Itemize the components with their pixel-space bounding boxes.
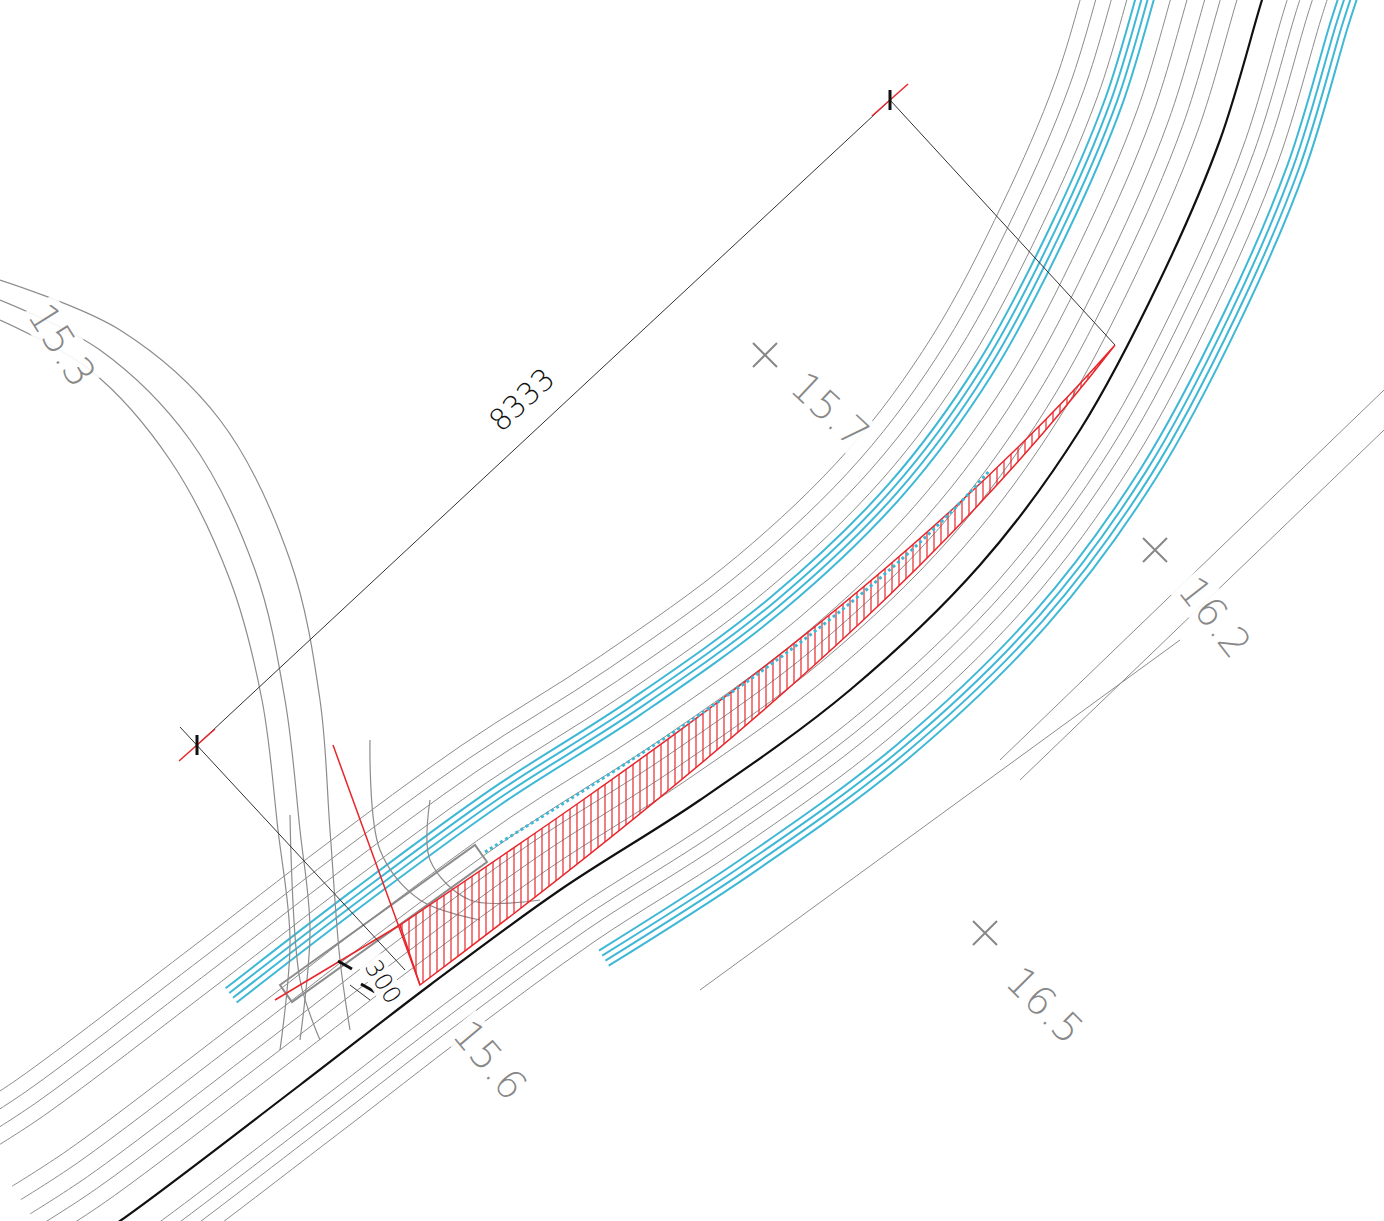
kerb-band bbox=[605, 0, 1354, 961]
road-edge bbox=[21, 0, 1207, 1200]
kerb-band bbox=[233, 0, 1170, 998]
road-edge bbox=[30, 0, 1223, 1214]
level-label: 16.2 bbox=[1169, 567, 1261, 668]
dimension bbox=[179, 84, 1115, 1000]
level-label: 15.6 bbox=[443, 1010, 536, 1110]
level-label: 15.7 bbox=[781, 362, 879, 458]
road-edge bbox=[0, 0, 1151, 1151]
level-label: 16.5 bbox=[997, 957, 1094, 1054]
kerb-band bbox=[599, 0, 1344, 951]
setout-line bbox=[275, 745, 420, 1000]
level-marker bbox=[973, 921, 997, 945]
side-road bbox=[290, 815, 320, 1040]
level-marker bbox=[1143, 538, 1167, 562]
hatched-area bbox=[400, 345, 1115, 985]
level-marker bbox=[753, 343, 777, 367]
road-edge bbox=[0, 0, 1137, 1138]
road-edge bbox=[38, 0, 1237, 1221]
road-edge bbox=[0, 0, 1123, 1126]
kerb-band bbox=[602, 0, 1349, 956]
kerb-band bbox=[485, 470, 990, 852]
side-road bbox=[0, 280, 350, 1030]
dimension-text: 8333 bbox=[481, 360, 563, 440]
kerb-band bbox=[226, 0, 1159, 988]
road-edge bbox=[73, 0, 1298, 1221]
side-road bbox=[0, 300, 310, 1040]
kerb-band bbox=[237, 0, 1177, 1003]
road-edge bbox=[94, 0, 1334, 1221]
side-road bbox=[1000, 390, 1384, 760]
centre-line bbox=[60, 0, 1275, 1221]
side-road bbox=[1020, 430, 1384, 780]
side-road bbox=[0, 320, 290, 1050]
dimension-text: 300 bbox=[358, 953, 408, 1011]
road-edge bbox=[0, 0, 1109, 1113]
